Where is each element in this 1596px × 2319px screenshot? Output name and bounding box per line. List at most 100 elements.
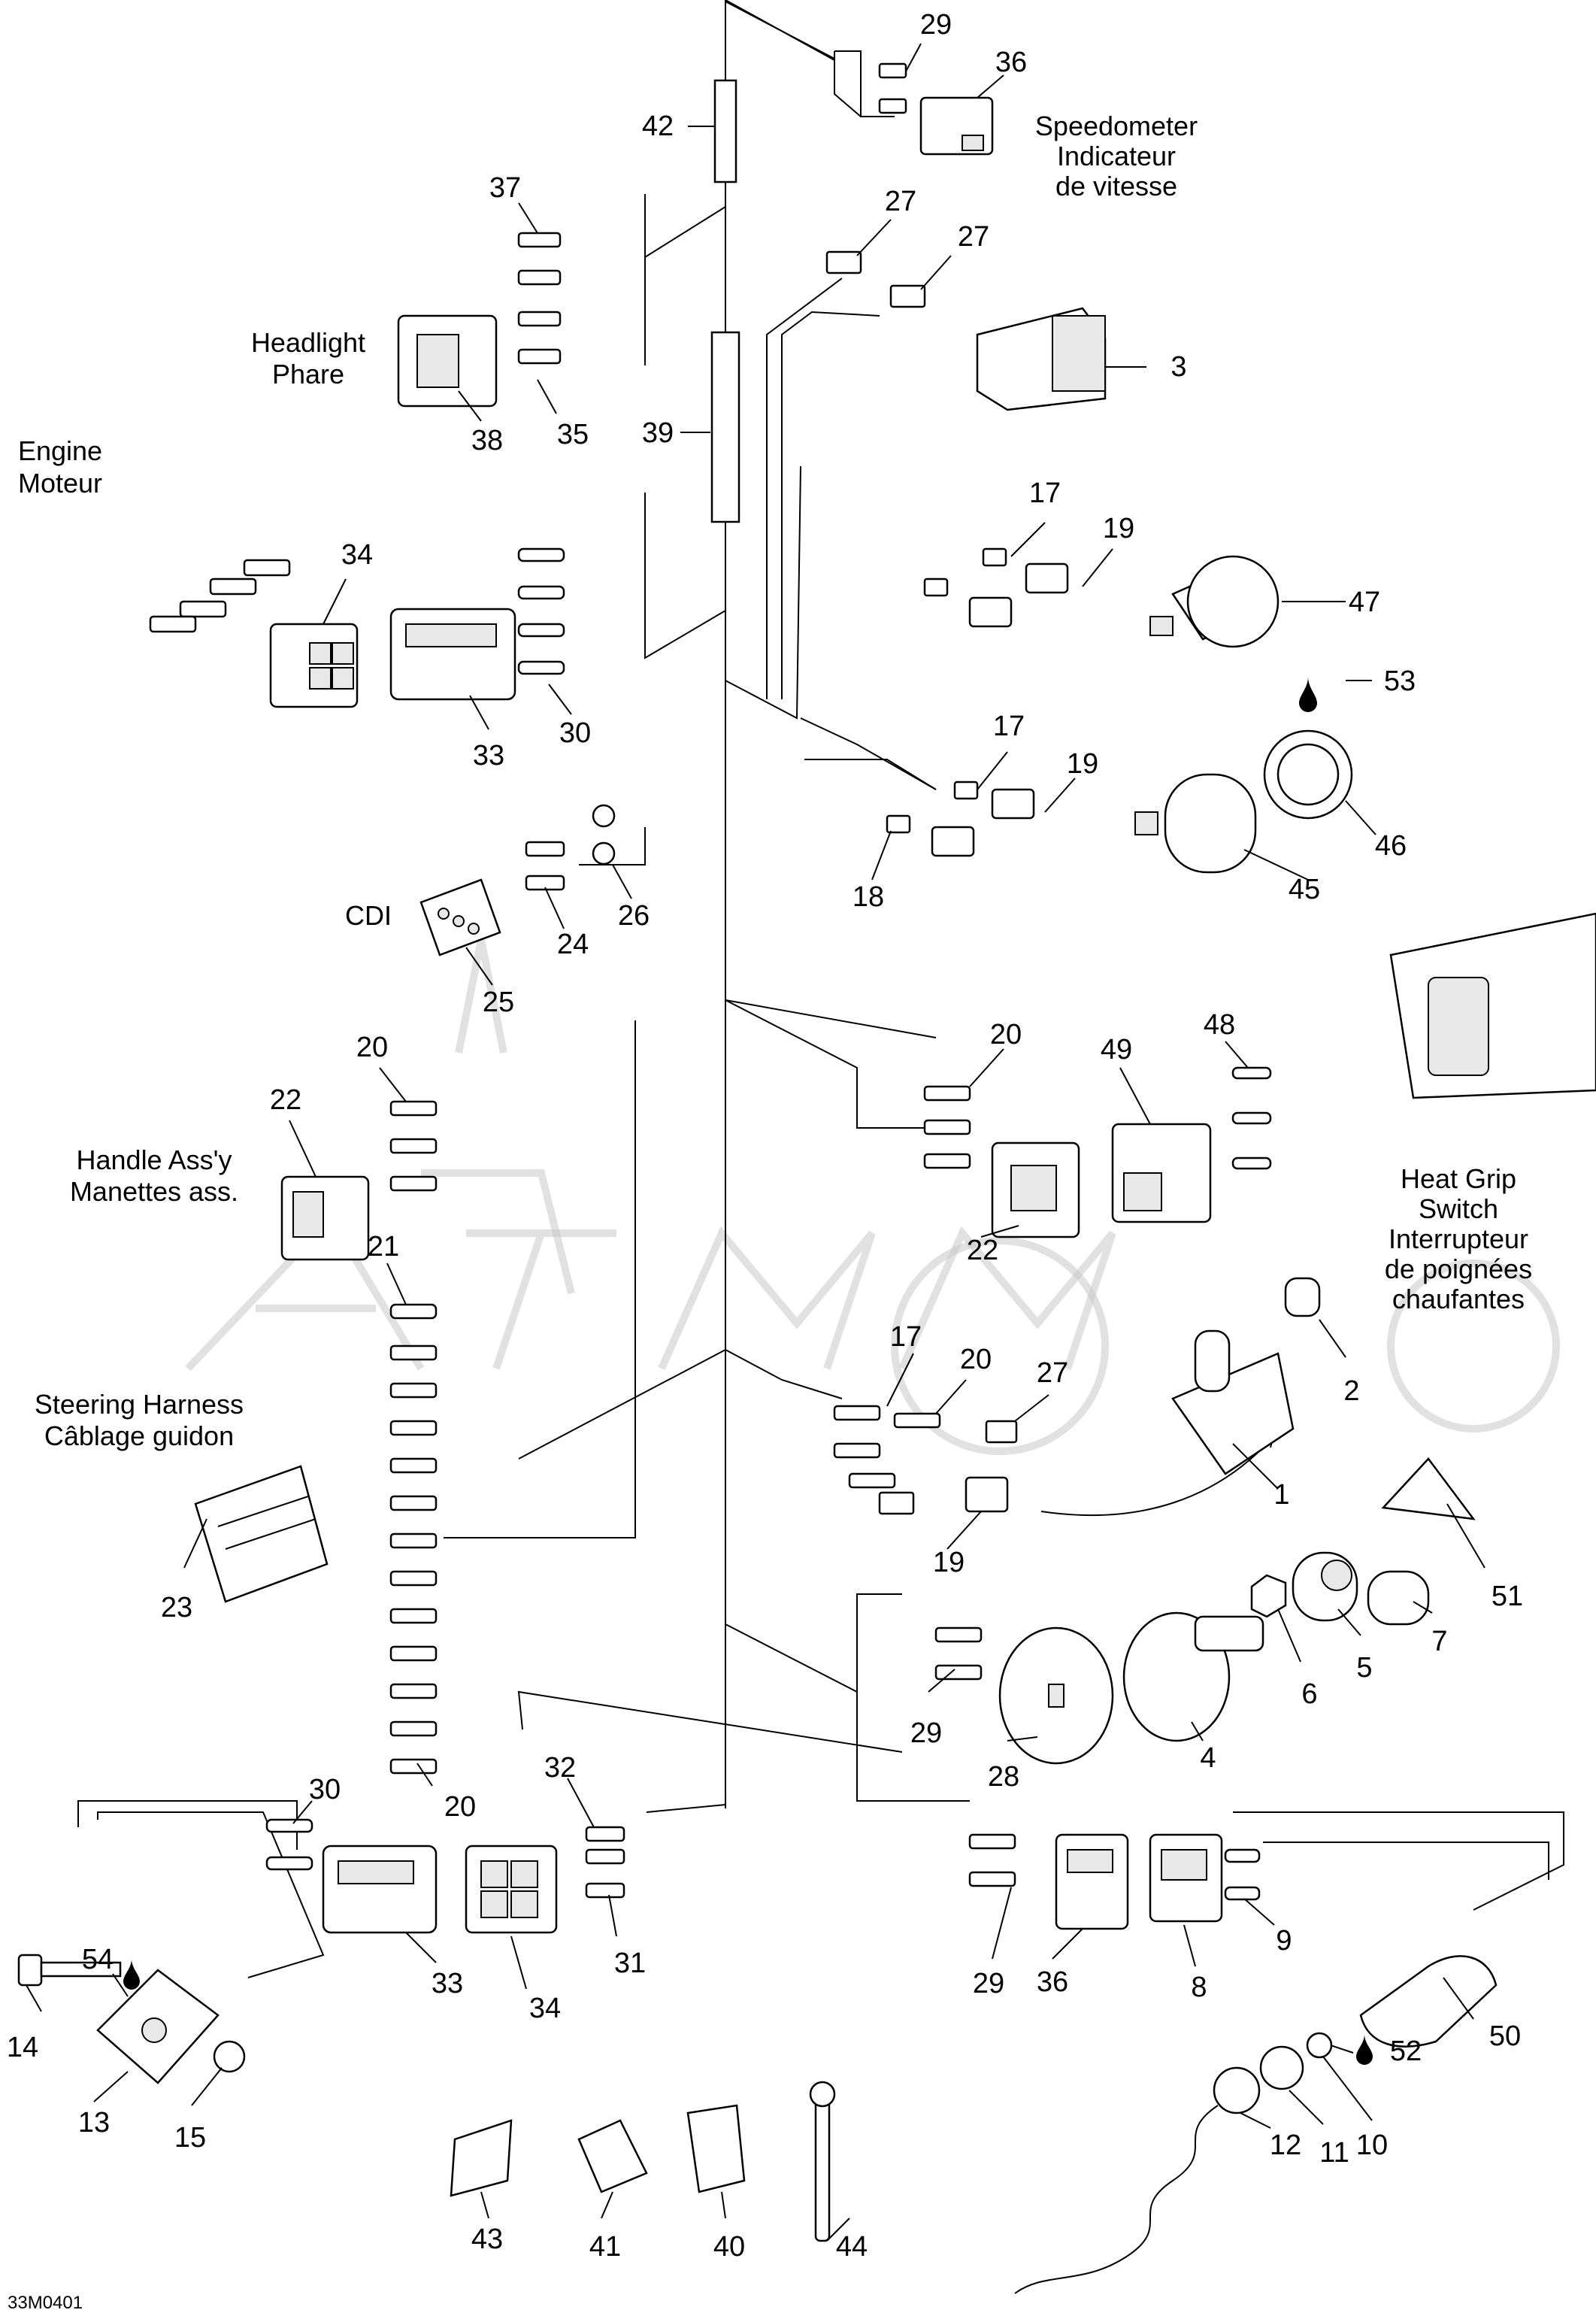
callout-50: 50 xyxy=(1489,2020,1521,2052)
harness-trunk xyxy=(710,0,740,1808)
drop-icon xyxy=(1299,677,1317,712)
terminals-30-31-32 xyxy=(265,1818,625,1899)
callout-31: 31 xyxy=(614,1948,646,1979)
callout-27: 27 xyxy=(885,186,916,217)
callout-33: 33 xyxy=(432,1968,463,1999)
callout-27: 27 xyxy=(1037,1357,1068,1389)
sleeve-42 xyxy=(713,79,737,183)
connector-49 xyxy=(1111,1123,1212,1223)
callout-22: 22 xyxy=(270,1084,301,1116)
terminals-17-19-mid xyxy=(886,781,1035,857)
callout-37: 37 xyxy=(489,172,521,204)
callout-15: 15 xyxy=(174,2122,206,2154)
callout-48: 48 xyxy=(1204,1009,1235,1041)
callout-29: 29 xyxy=(920,9,952,41)
callout-25: 25 xyxy=(483,987,514,1018)
callout-19: 19 xyxy=(933,1547,965,1578)
callout-34: 34 xyxy=(529,1993,561,2024)
callout-40: 40 xyxy=(713,2231,745,2263)
terminals-engine xyxy=(149,559,291,633)
nut-15 xyxy=(213,2040,246,2073)
terminals-29-36-bottom xyxy=(968,1833,1261,1901)
switch-3 xyxy=(976,307,1107,411)
watermark xyxy=(185,939,1560,1455)
clip-51 xyxy=(1381,1457,1476,1520)
headlight-label-1: Headlight xyxy=(251,327,365,358)
callout-17: 17 xyxy=(993,711,1025,742)
callout-39: 39 xyxy=(642,417,674,449)
callout-41: 41 xyxy=(589,2231,621,2263)
connector-22-right xyxy=(991,1141,1080,1238)
speedometer-label-2: Indicateur xyxy=(1057,141,1176,171)
clip-41 xyxy=(577,2119,648,2193)
callout-49: 49 xyxy=(1101,1034,1132,1066)
connector-36-top xyxy=(919,96,994,156)
callout-20: 20 xyxy=(960,1344,992,1375)
terminals-29-mid xyxy=(934,1626,983,1681)
nut-46 xyxy=(1263,729,1353,820)
connector-22-left xyxy=(280,1175,370,1261)
terminals-17-20-27 xyxy=(833,1405,1018,1515)
connector-34-bottom xyxy=(465,1845,558,1934)
callout-17: 17 xyxy=(890,1321,922,1353)
callout-54: 54 xyxy=(82,1944,114,1975)
boot-5 xyxy=(1292,1551,1358,1622)
engine-label-2: Moteur xyxy=(18,468,102,499)
components xyxy=(17,96,1596,2294)
callout-5: 5 xyxy=(1356,1652,1372,1684)
ignition-4 xyxy=(1122,1611,1264,1742)
regulator-13 xyxy=(96,1969,220,2084)
terminal-clusters xyxy=(149,62,1272,1901)
gauge-bezel xyxy=(1389,912,1596,1099)
leader-lines xyxy=(26,43,1485,2242)
unit-45 xyxy=(1134,773,1257,874)
connector-38 xyxy=(397,314,498,408)
callout-24: 24 xyxy=(557,929,589,960)
callout-numbers: 29 36 42 27 27 3 37 35 38 39 34 33 30 17… xyxy=(7,9,1523,2263)
terminals-37-35 xyxy=(517,232,562,365)
callout-36: 36 xyxy=(1037,1966,1068,1998)
callout-23: 23 xyxy=(161,1592,192,1623)
connector-8 xyxy=(1149,1833,1223,1923)
callout-2: 2 xyxy=(1343,1375,1359,1407)
handle-label-1: Handle Ass'y xyxy=(77,1144,232,1175)
callout-3: 3 xyxy=(1171,351,1186,383)
heatgrip-label-2: Switch xyxy=(1419,1193,1498,1224)
heatgrip-label-5: chaufantes xyxy=(1392,1284,1525,1314)
sensor-47 xyxy=(1149,555,1280,648)
sleeve-7 xyxy=(1367,1570,1430,1626)
drop-icons xyxy=(123,677,1373,2065)
connector-33-bottom xyxy=(322,1845,438,1934)
callout-34: 34 xyxy=(341,539,373,571)
tether-50 xyxy=(1359,1955,1498,2048)
callout-22: 22 xyxy=(967,1235,998,1266)
tie-44 xyxy=(809,2081,836,2242)
callout-30: 30 xyxy=(309,1774,341,1805)
callout-9: 9 xyxy=(1276,1925,1292,1957)
tape-43 xyxy=(450,2119,513,2197)
coil-cord xyxy=(1014,2105,1219,2294)
heatgrip-label-3: Interrupteur xyxy=(1389,1223,1528,1254)
callout-20: 20 xyxy=(356,1032,388,1063)
callout-13: 13 xyxy=(78,2107,110,2139)
terminals-steering xyxy=(389,1303,438,1775)
cover-28 xyxy=(998,1626,1114,1765)
terminals-20-handle xyxy=(389,1100,438,1192)
callout-26: 26 xyxy=(618,900,650,932)
cdi-connector-25 xyxy=(419,878,501,956)
ring-11 xyxy=(1259,2045,1304,2090)
callout-42: 42 xyxy=(642,111,674,142)
speedometer-label-3: de vitesse xyxy=(1055,171,1177,202)
terminals-20-right xyxy=(923,1085,971,1169)
callout-19: 19 xyxy=(1103,513,1134,544)
terminals-30-top xyxy=(517,547,565,675)
callout-43: 43 xyxy=(471,2224,503,2255)
callout-20: 20 xyxy=(444,1791,476,1823)
callout-29: 29 xyxy=(910,1717,942,1749)
switch-1 xyxy=(1171,1329,1295,1475)
callout-1: 1 xyxy=(1273,1479,1289,1511)
steering-label-1: Steering Harness xyxy=(35,1389,244,1420)
callout-32: 32 xyxy=(544,1752,576,1784)
